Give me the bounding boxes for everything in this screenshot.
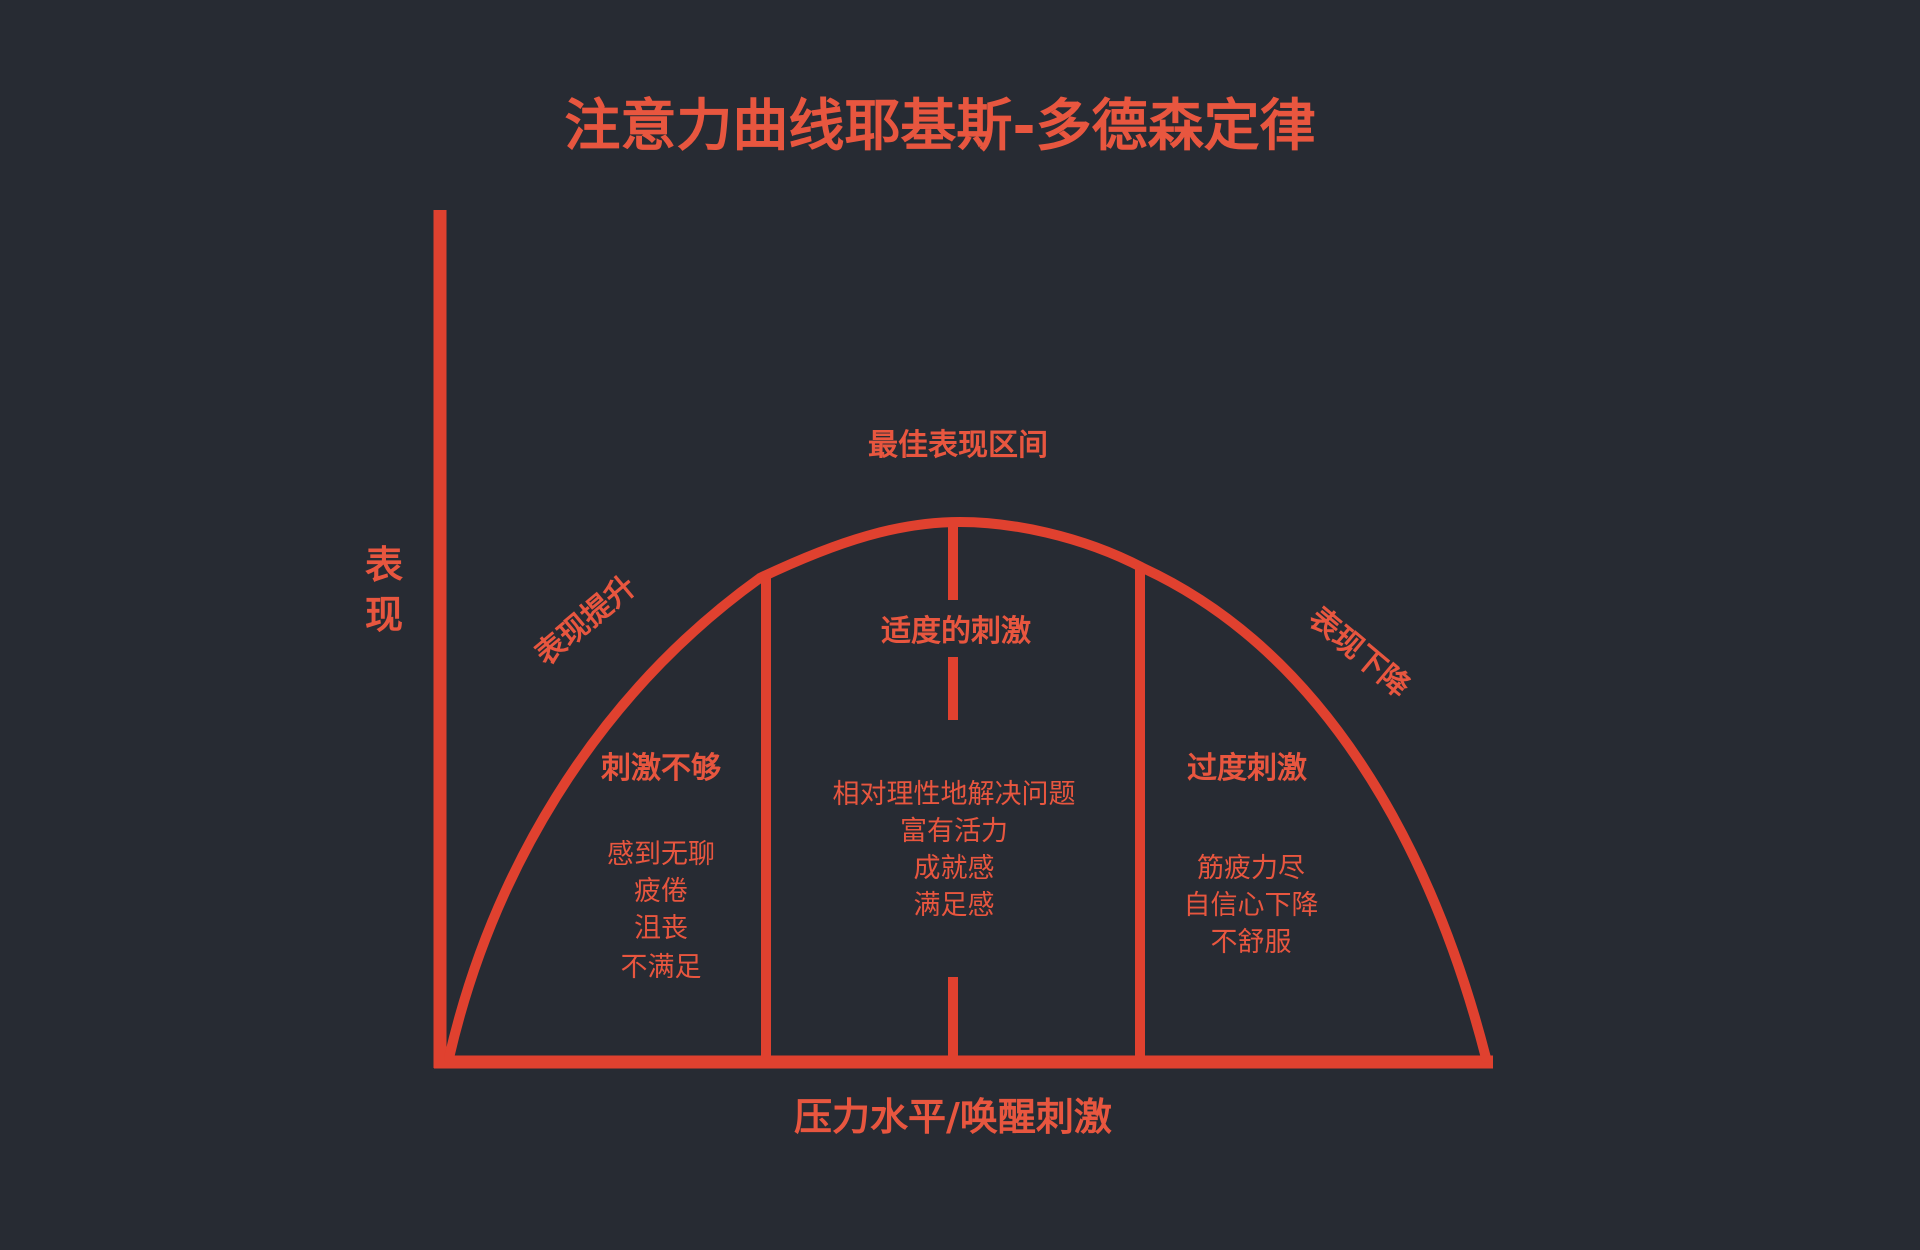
zone-low-line: 不满足	[621, 952, 702, 983]
x-axis-label: 压力水平/唤醒刺激	[794, 1095, 1112, 1139]
label-optimal-range: 最佳表现区间	[868, 428, 1048, 463]
y-axis-label-char-1: 表	[365, 543, 403, 587]
y-axis-label-char-2: 现	[365, 593, 403, 637]
zone-optimal-line: 满足感	[914, 890, 995, 921]
zone-low-heading: 刺激不够	[601, 751, 721, 786]
zone-optimal-line: 富有活力	[900, 816, 1008, 847]
label-performance-falling: 表现下降	[1302, 601, 1417, 706]
zone-low-line: 感到无聊	[607, 839, 715, 870]
zone-optimal-line: 相对理性地解决问题	[833, 779, 1076, 810]
performance-curve	[444, 516, 1491, 1063]
zone-high-line: 自信心下降	[1184, 890, 1319, 921]
zone-optimal-heading: 适度的刺激	[881, 614, 1031, 649]
zone-low-line: 沮丧	[634, 913, 688, 944]
zone-low-line: 疲倦	[634, 876, 688, 907]
zone-high-heading: 过度刺激	[1187, 751, 1307, 786]
zone-high-line: 不舒服	[1211, 927, 1292, 958]
zone-high-line: 筋疲力尽	[1197, 853, 1305, 884]
zone-optimal-line: 成就感	[914, 853, 995, 884]
label-performance-rising: 表现提升	[529, 569, 643, 673]
diagram-title: 注意力曲线耶基斯-多德森定律	[564, 94, 1315, 159]
